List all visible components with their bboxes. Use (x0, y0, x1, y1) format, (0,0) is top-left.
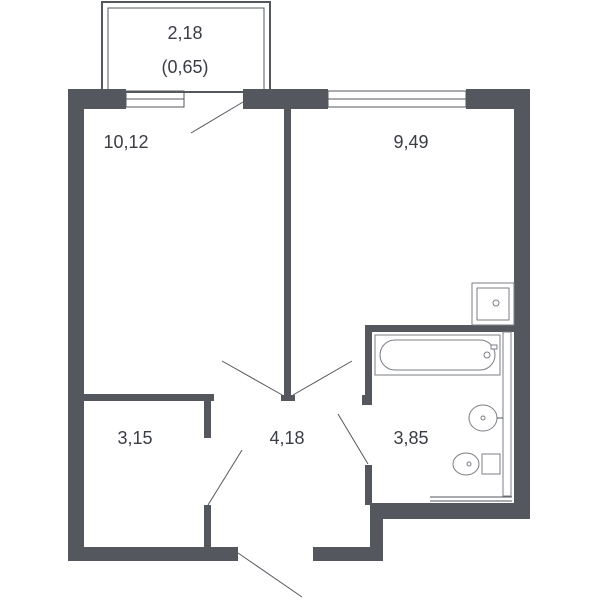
room-left-area-label: 10,12 (103, 132, 148, 152)
balcony (101, 1, 271, 93)
hall-area-label: 4,18 (269, 428, 304, 448)
walls (68, 89, 530, 561)
storage-area-label: 3,15 (117, 428, 152, 448)
balcony-reduced-area-label: (0,65) (161, 57, 208, 77)
kitchen-sink (471, 282, 515, 326)
toilet (452, 452, 501, 476)
bathroom-area-label: 3,85 (393, 428, 428, 448)
door-swings (190, 101, 369, 598)
washbasin (468, 404, 503, 432)
bathtub (374, 334, 501, 376)
room-right-area-label: 9,49 (393, 132, 428, 152)
balcony-area-label: 2,18 (167, 23, 202, 43)
utility-pipe (430, 331, 512, 502)
